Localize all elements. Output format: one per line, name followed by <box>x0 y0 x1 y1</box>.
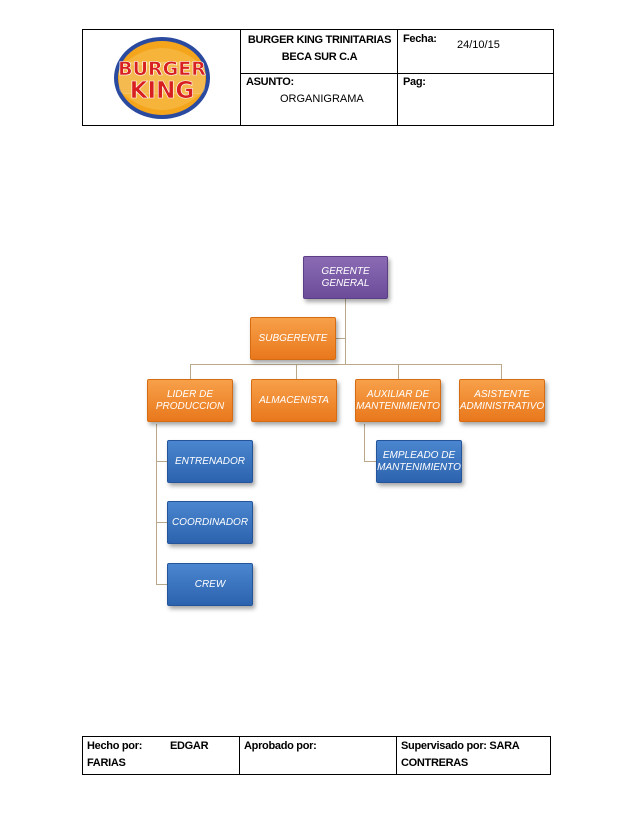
node-subgerente: SUBGERENTE <box>250 317 336 360</box>
svg-text:BURGER: BURGER <box>118 58 206 80</box>
fecha-label: Fecha: <box>403 33 437 45</box>
node-crew: CREW <box>167 563 253 606</box>
hecho-por-label: Hecho por: <box>87 740 143 752</box>
document-footer-table: Hecho por: EDGAR FARIAS Aprobado por: Su… <box>82 736 551 775</box>
pag-label: Pag: <box>403 76 426 88</box>
fecha-value: 24/10/15 <box>457 39 500 51</box>
asunto-value: ORGANIGRAMA <box>280 93 364 105</box>
node-almacenista: ALMACENISTA <box>251 379 337 422</box>
hecho-por-value-2: FARIAS <box>87 757 126 769</box>
supervisado-por-label: Supervisado por: SARA <box>401 740 520 752</box>
aprobado-por-label: Aprobado por: <box>244 740 317 752</box>
node-entrenador: ENTRENADOR <box>167 440 253 483</box>
node-coordinador: COORDINADOR <box>167 501 253 544</box>
supervisado-por-value: CONTRERAS <box>401 757 468 769</box>
asunto-label: ASUNTO: <box>246 76 294 88</box>
document-header-table: BURGER KING BURGER KING TRINITARIAS BECA… <box>82 29 554 126</box>
company-name: BURGER KING TRINITARIAS BECA SUR C.A <box>247 34 392 63</box>
burger-king-logo: BURGER KING <box>83 30 240 125</box>
hecho-por-value: EDGAR <box>170 740 209 752</box>
svg-text:KING: KING <box>129 78 194 104</box>
